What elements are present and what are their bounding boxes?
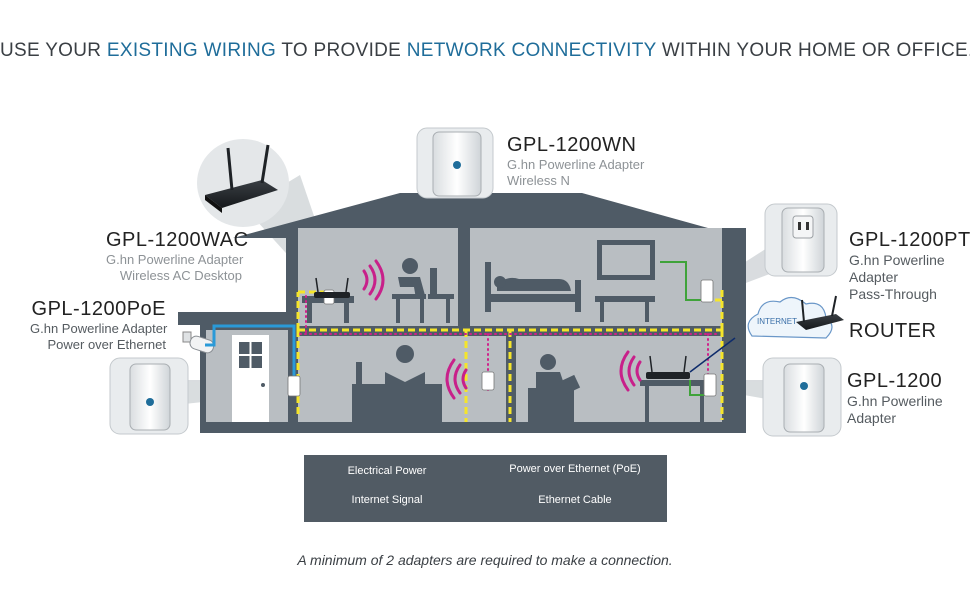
wifi-signal-icon-middle — [445, 358, 468, 400]
headline-highlight-network-connectivity: NETWORK CONNECTIVITY — [406, 40, 657, 61]
legend: Electrical Power Power over Ethernet (Po… — [304, 455, 667, 522]
label-gpl-1200wac: GPL-1200WAC G.hn Powerline Adapter Wirel… — [106, 229, 249, 284]
product-name-base: GPL-1200 — [847, 370, 943, 392]
product-desc-base-2: Adapter — [847, 410, 897, 426]
product-desc-poe-2: Power over Ethernet — [47, 337, 166, 352]
person-reading-icon — [528, 354, 581, 422]
headline-highlight-existing-wiring: EXISTING WIRING — [106, 40, 277, 61]
internet-line — [689, 337, 736, 373]
label-gpl-1200: GPL-1200 G.hn Powerline Adapter — [847, 370, 943, 427]
product-image-base — [762, 357, 842, 437]
internet-signal-wire — [299, 295, 721, 391]
headline-part-1: USE YOUR — [0, 40, 107, 61]
legend-label-ethernet: Ethernet Cable — [538, 494, 612, 506]
tv-icon — [597, 240, 655, 280]
garage-roof — [178, 312, 294, 325]
product-desc-pt-2: Adapter — [849, 269, 899, 285]
security-camera-icon — [182, 331, 215, 354]
product-image-wn — [416, 127, 494, 199]
bed-icon — [485, 262, 581, 312]
footer-note: A minimum of 2 adapters are required to … — [297, 552, 673, 568]
legend-label-internet: Internet Signal — [351, 494, 423, 506]
label-gpl-1200wn: GPL-1200WN G.hn Powerline Adapter Wirele… — [507, 134, 644, 189]
product-name-wn: GPL-1200WN — [507, 134, 637, 156]
product-name-router: ROUTER — [849, 320, 937, 342]
legend-label-poe: Power over Ethernet (PoE) — [509, 463, 641, 475]
in-house-adapters — [287, 277, 717, 397]
label-router: ROUTER — [849, 320, 936, 343]
product-desc-pt-3: Pass-Through — [849, 286, 937, 302]
product-name-wac: GPL-1200WAC — [106, 229, 249, 251]
ethernet-cable-bottom — [689, 380, 706, 396]
wiring — [205, 261, 736, 422]
internet-label: INTERNET — [757, 317, 797, 326]
room-furniture — [302, 240, 710, 422]
adapter-poe-in-house — [287, 375, 301, 397]
label-gpl-1200pt: GPL-1200PT G.hn Powerline Adapter Pass-T… — [849, 229, 970, 303]
product-desc-wac-1: G.hn Powerline Adapter — [106, 252, 244, 267]
room-top-right — [470, 228, 722, 326]
router-icon — [796, 295, 844, 330]
person-at-desk-icon — [392, 258, 454, 323]
router-small-top-left — [314, 277, 350, 298]
headline-part-2: TO PROVIDE — [276, 40, 407, 61]
headline: USE YOUR EXISTING WIRING TO PROVIDE NETW… — [0, 40, 970, 62]
poe-cable — [205, 324, 296, 385]
wifi-signal-icon-top — [362, 259, 385, 301]
product-desc-pt-1: G.hn Powerline — [849, 252, 945, 268]
product-image-poe — [109, 357, 189, 435]
adapter-base-in-house — [703, 373, 717, 397]
office-worker-icon — [352, 345, 442, 422]
router-small-bottom-right — [646, 355, 690, 379]
product-name-poe: GPL-1200PoE — [31, 298, 166, 320]
product-desc-wn-1: G.hn Powerline Adapter — [507, 157, 645, 172]
legend-label-electrical: Electrical Power — [347, 465, 427, 477]
adapter-wn-in-house — [481, 371, 495, 391]
headline-part-3: WITHIN YOUR HOME OR OFFICE. — [656, 40, 970, 61]
ethernet-cable-top — [660, 261, 703, 301]
product-image-wac — [197, 139, 289, 227]
wifi-signals — [362, 259, 642, 400]
product-desc-wn-2: Wireless N — [507, 173, 570, 188]
table-top-right — [595, 296, 655, 302]
house — [178, 193, 746, 433]
product-name-pt: GPL-1200PT — [849, 229, 970, 251]
product-desc-wac-2: Wireless AC Desktop — [119, 268, 242, 283]
table-bottom-right — [640, 380, 710, 386]
product-image-pt — [764, 203, 838, 277]
product-desc-poe-1: G.hn Powerline Adapter — [30, 321, 168, 336]
adapter-pt-in-house — [700, 279, 714, 303]
wifi-signal-icon-bottom-right — [619, 350, 642, 392]
house-roof — [233, 193, 744, 238]
product-desc-base-1: G.hn Powerline — [847, 393, 943, 409]
label-gpl-1200poe: GPL-1200PoE G.hn Powerline Adapter Power… — [30, 298, 168, 353]
